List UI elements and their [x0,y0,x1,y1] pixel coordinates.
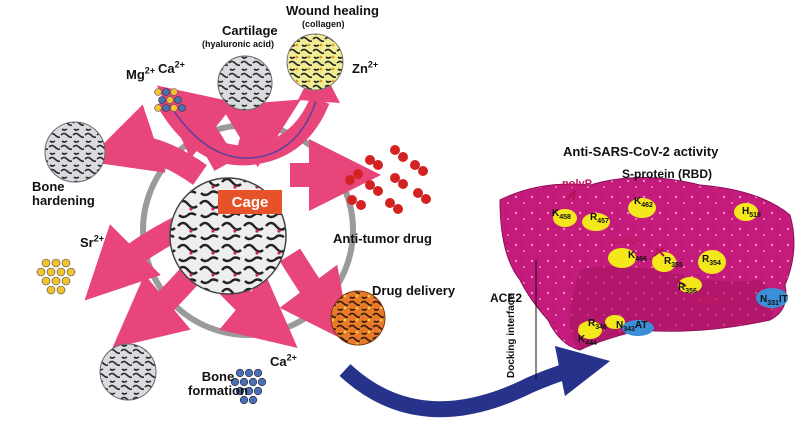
strontium-ion-dots [36,258,76,295]
blue-binding-patches [622,288,788,336]
cartilage-label: Cartilage [222,23,278,38]
calcium-ion-label-top: Ca2+ [158,59,185,76]
yellow-binding-patches [553,198,758,339]
polyp-markers [566,189,687,287]
calcium-ion-dots [230,368,267,405]
drug-delivery-sphere [330,290,386,346]
ace2-label: ACE2 [490,291,523,305]
anti-tumor-molecules [345,145,431,214]
cartilage-sublabel: (hyaluronic acid) [202,39,275,49]
zinc-ion-label: Zn2+ [352,59,379,76]
wound-healing-sublabel: (collagen) [302,19,345,29]
calcium-ion-label-bottom: Ca2+ [270,352,297,369]
polyp-label-right: polyP [694,294,724,306]
residue-n343: N343AT [616,320,648,333]
mg-ca-ion-dots [154,88,186,112]
residue-r356: R356 [678,282,697,295]
docking-interface-label: Docking interface [506,294,517,378]
s-protein-subtitle: S-protein (RBD) [622,167,712,181]
residue-k466: K466 [628,250,647,263]
residue-h519: H519 [742,206,761,219]
arrow-drug-delivery [279,248,352,344]
residue-r457: R457 [590,212,609,225]
bone-hardening-sphere [44,121,106,183]
magnesium-ion-label: Mg2+ [126,65,156,82]
residue-k458: K458 [552,208,571,221]
cage-label-box: Cage [218,190,282,214]
residue-k462: K462 [634,196,653,209]
cage-label: Cage [231,193,269,211]
strontium-ion-label: Sr2+ [80,233,104,250]
collagen-sphere [286,33,344,91]
residue-r346: R346 [588,318,607,331]
delivery-to-protein-arrow [339,345,611,418]
anti-sars-title: Anti-SARS-CoV-2 activity [563,144,719,159]
drug-delivery-label: Drug delivery [372,283,456,298]
residue-r354: R354 [702,254,721,267]
residue-n331: N331IT [760,294,788,307]
wound-healing-label: Wound healing [286,3,379,18]
arrow-bone-hardening [85,104,207,185]
hyaluronic-acid-sphere [217,55,273,111]
residue-k444: K444 [578,334,597,347]
polyp-label-top: polyP [562,178,592,190]
anti-tumor-drug-label: Anti-tumor drug [333,231,432,246]
bone-formation-sphere [99,343,157,401]
polyp-label-mid: polyP [612,235,642,247]
arc-outline [169,94,319,159]
residue-r355: R355 [664,256,683,269]
